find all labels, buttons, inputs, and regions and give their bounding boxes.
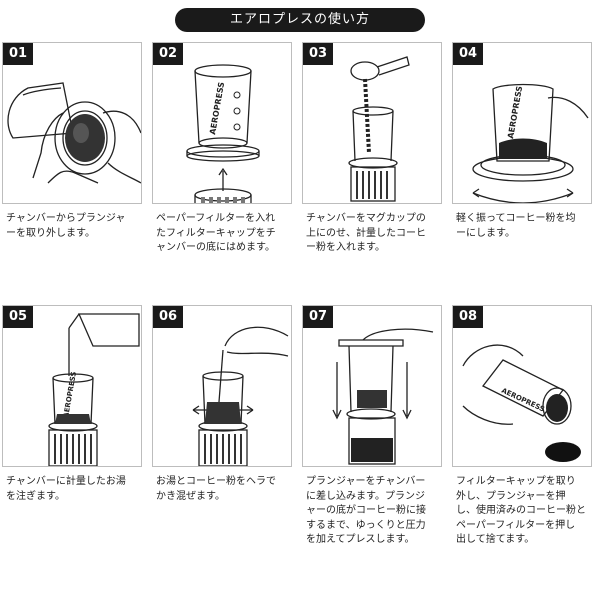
step-05-illustration: 05 AEROPRESS — [2, 305, 142, 467]
step-08: 08 AEROPRESS フィルターキャップを取り 外し、プランジャーを押 し、… — [452, 305, 592, 545]
add-coffee-grounds-illustration — [348, 56, 410, 202]
step-04-illustration: 04 AEROPRESS — [452, 42, 592, 204]
step-description: 軽く振ってコーヒー粉を均 ーにします。 — [456, 213, 576, 239]
step-description: チャンバーに計量したお湯 を注ぎます。 — [6, 476, 126, 502]
step-03: 03 チャンバーをマグカップの 上にのせ、計量したコーヒ ー粉を入れます。 — [302, 42, 442, 282]
step-number: 02 — [153, 43, 183, 65]
step-description: ペーパーフィルターを入れ たフィルターキャップをチ ャンバーの底にはめます。 — [156, 213, 276, 253]
step-number: 03 — [303, 43, 333, 65]
shake-to-level-illustration: AEROPRESS — [472, 83, 589, 203]
step-number: 08 — [453, 306, 483, 328]
step-03-illustration: 03 — [302, 42, 442, 204]
step-07-illustration: 07 — [302, 305, 442, 467]
step-02: 02 AEROPRESS — [152, 42, 292, 282]
step-02-illustration: 02 AEROPRESS — [152, 42, 292, 204]
brand-label: AEROPRESS — [500, 387, 546, 414]
brand-label: AEROPRESS — [208, 81, 226, 135]
press-plunger-illustration — [332, 328, 434, 465]
step-05: 05 AEROPRESS チャンバーに計量したお湯 を注ぎます。 — [2, 305, 142, 545]
step-04: 04 AEROPRESS 軽く振ってコーヒー粉を均 ーにします。 — [452, 42, 592, 282]
page-title: エアロプレスの使い方 — [175, 8, 425, 32]
eject-grounds-illustration: AEROPRESS — [462, 344, 581, 462]
step-01: 01 チャンバーからプランジャ ーを取り外します。 — [2, 42, 142, 282]
step-08-illustration: 08 AEROPRESS — [452, 305, 592, 467]
pour-water-illustration: AEROPRESS — [48, 313, 140, 466]
brand-label: AEROPRESS — [506, 85, 524, 139]
step-number: 07 — [303, 306, 333, 328]
step-number: 05 — [3, 306, 33, 328]
remove-plunger-illustration — [7, 82, 141, 184]
brand-label: AEROPRESS — [62, 371, 78, 418]
step-06: 06 お湯とコーヒー粉をヘラで かき混ぜます。 — [152, 305, 292, 545]
step-01-illustration: 01 — [2, 42, 142, 204]
step-description: お湯とコーヒー粉をヘラで かき混ぜます。 — [156, 476, 276, 502]
attach-filter-cap-illustration: AEROPRESS — [186, 64, 260, 203]
step-description: チャンバーをマグカップの 上にのせ、計量したコーヒ ー粉を入れます。 — [306, 213, 426, 253]
step-number: 01 — [3, 43, 33, 65]
step-number: 04 — [453, 43, 483, 65]
step-06-illustration: 06 — [152, 305, 292, 467]
step-number: 06 — [153, 306, 183, 328]
step-07: 07 プランジャーをチャンバー に差し込みます。プランジ ャーの底がコーヒー粉に… — [302, 305, 442, 545]
step-description: チャンバーからプランジャ ーを取り外します。 — [6, 213, 126, 239]
stir-with-paddle-illustration — [192, 326, 289, 466]
step-description: フィルターキャップを取り 外し、プランジャーを押 し、使用済みのコーヒー粉と ペ… — [456, 476, 586, 545]
step-description: プランジャーをチャンバー に差し込みます。プランジ ャーの底がコーヒー粉に接 す… — [306, 476, 426, 545]
